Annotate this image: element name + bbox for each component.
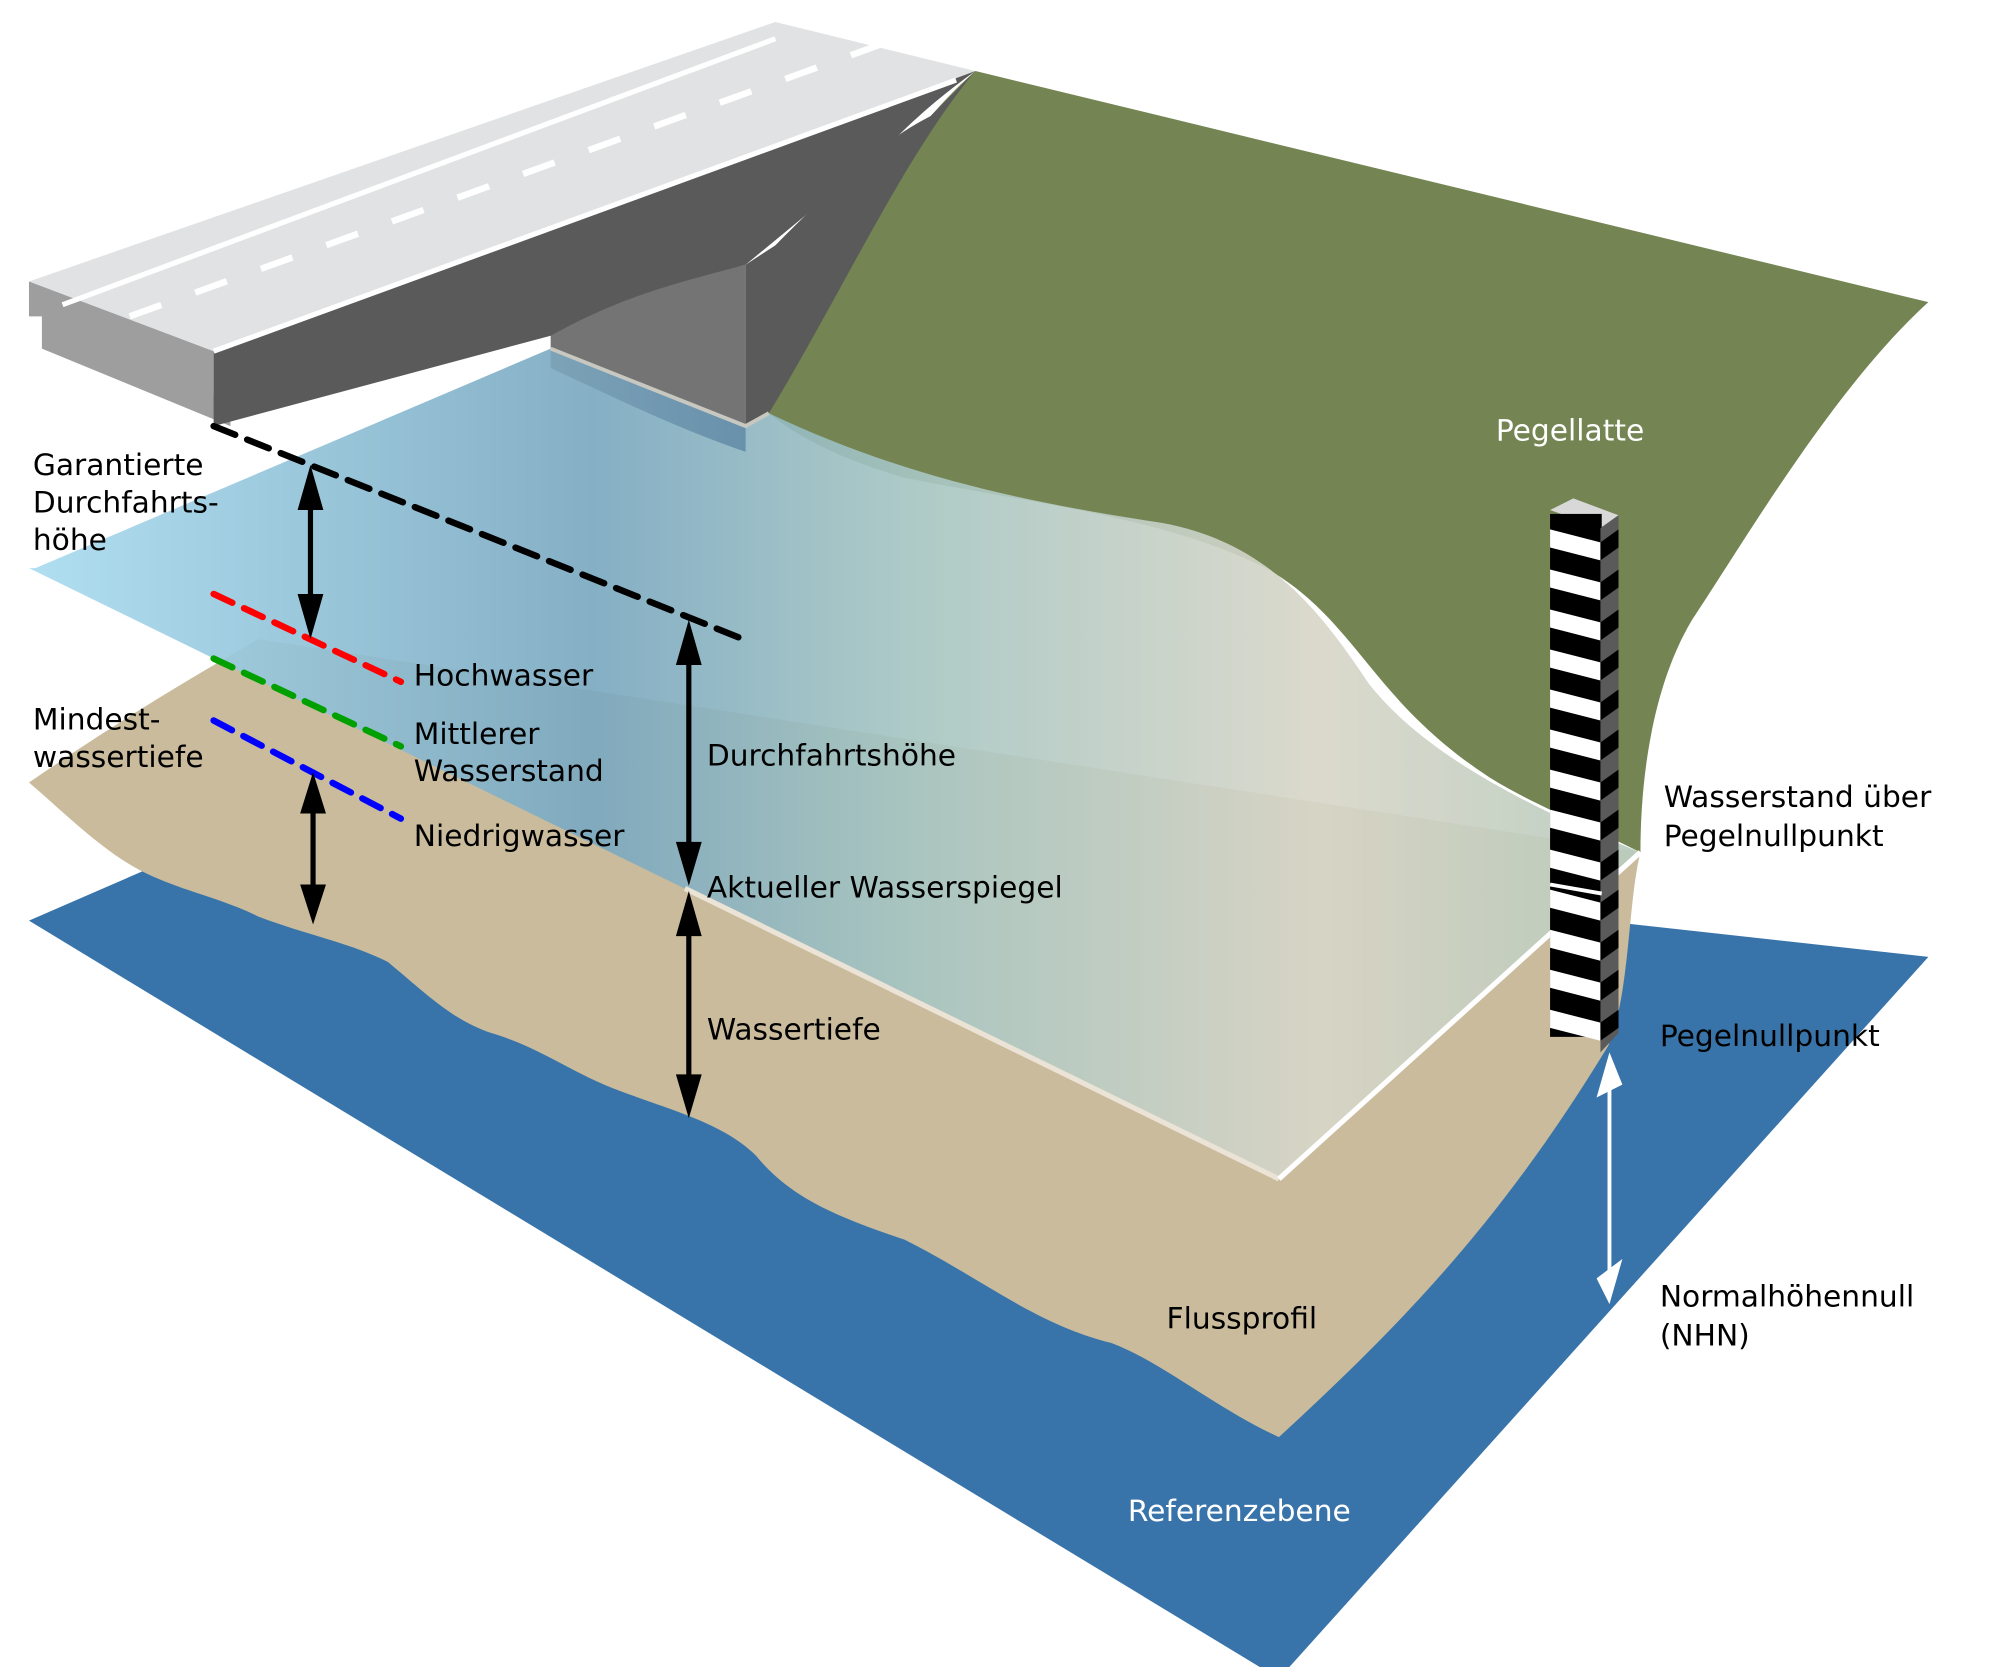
clearance-line [210,422,747,643]
water-depth-arrow [675,890,702,1119]
staff-stripe [1550,689,1601,721]
mean-water-line [210,655,405,750]
label-nhn-2: (NHN) [1660,1318,1750,1353]
water-edge-near [683,886,1281,1182]
staff-stripe-side [1600,929,1619,961]
label-mean-water-1: Mittlerer [414,717,540,752]
label-guaranteed-clearance-1: Garantierte [33,448,204,483]
staff-stripe-side [1600,609,1619,641]
staff-stripe-side [1600,849,1619,881]
staff-stripe [1550,849,1601,881]
staff-stripe-side [1600,689,1619,721]
staff-stripe-side [1600,969,1619,1001]
water-under-bridge [550,348,746,452]
label-reference-plane: Referenzebene [1128,1494,1351,1529]
label-guaranteed-clearance-2: Durchfahrts- [33,486,219,521]
staff-stripe-side [1600,529,1619,561]
label-mean-water-2: Wasserstand [414,754,604,789]
staff-stripe-side [1600,889,1619,921]
nhn-offset-arrow [1596,1052,1623,1305]
bridge-deck-front [28,281,231,427]
bridge-deck-side [213,71,976,427]
bridge-lane-line-left [61,36,777,308]
staff-stripe [1550,809,1601,841]
label-guaranteed-clearance-3: höhe [33,523,107,558]
staff-stripe [1550,929,1601,961]
label-gauge-zero: Pegelnullpunkt [1660,1019,1880,1054]
clearance-arrow [675,619,702,886]
staff-stripe [1550,1009,1601,1041]
label-current-level: Aktueller Wasserspiegel [707,870,1063,905]
label-water-depth: Wassertiefe [707,1012,881,1047]
staff-stripe [1550,769,1601,801]
staff-stripe [1550,729,1601,761]
staff-stripe [1550,529,1601,561]
staff-stripe-side [1600,809,1619,841]
staff-stripe-side [1600,729,1619,761]
gauge-waterline-mark [1549,882,1603,896]
staff-stripe [1550,889,1601,921]
staff-stripe [1550,969,1601,1001]
river-bank [768,71,1929,853]
label-clearance: Durchfahrtshöhe [707,739,956,774]
bridge-pillar-shadow [745,71,976,427]
label-low-water: Niedrigwasser [414,819,626,854]
low-water-line [210,717,405,822]
label-level-above-zero-1: Wasserstand über [1664,780,1932,815]
label-min-depth-2: wassertiefe [33,740,204,775]
bridge-lane-line-right [212,77,957,354]
water-surface [28,348,1641,1179]
staff-stripe-side [1600,1009,1619,1041]
label-min-depth-1: Mindest- [33,703,161,738]
gauge-staff [1550,498,1619,1053]
staff-stripe-side [1600,569,1619,601]
label-gauge-staff: Pegellatte [1496,413,1644,448]
staff-stripe-side [1600,769,1619,801]
label-nhn-1: Normalhöhennull [1660,1280,1914,1315]
guaranteed-clearance-arrow [297,464,324,640]
staff-stripe [1550,609,1601,641]
staff-stripe-side [1600,649,1619,681]
label-high-water: Hochwasser [414,659,594,694]
staff-stripe [1550,649,1601,681]
water-edge-far [549,346,770,429]
label-river-profile: Flussprofil [1167,1302,1318,1337]
staff-stripe [1550,569,1601,601]
label-level-above-zero-2: Pegelnullpunkt [1664,819,1884,854]
high-water-line [210,590,405,686]
min-depth-arrow [300,772,326,925]
